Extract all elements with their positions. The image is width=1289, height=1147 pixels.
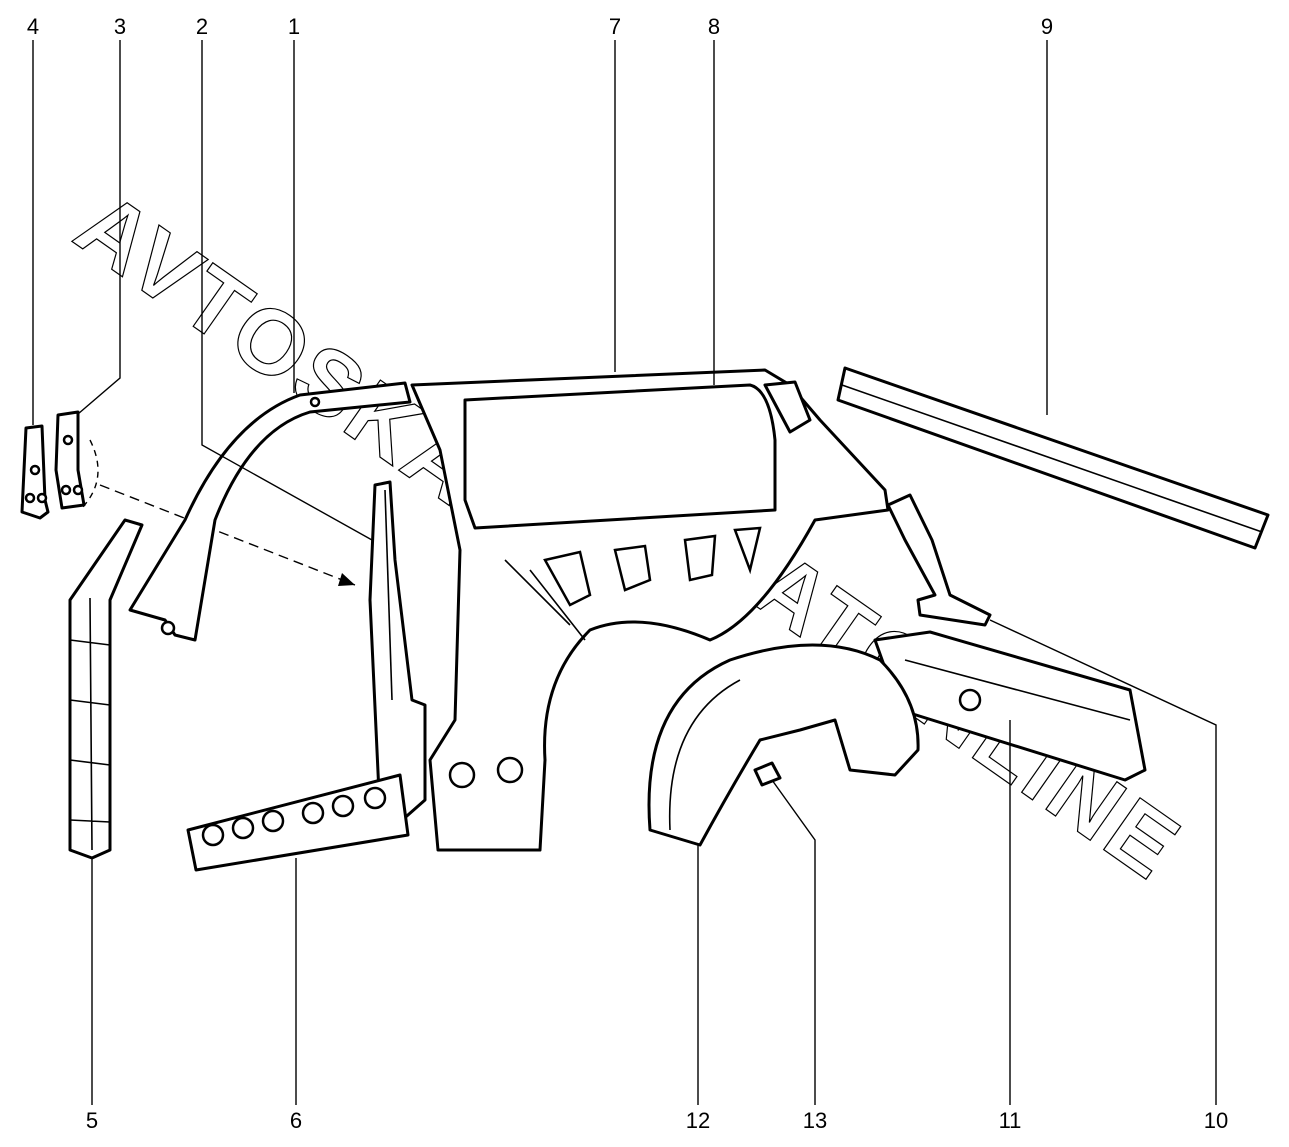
leader-lines xyxy=(32,40,1217,1105)
callout-13: 13 xyxy=(803,1108,827,1133)
part-12-wheel-arch-liner xyxy=(647,643,920,847)
callout-2: 2 xyxy=(196,14,208,39)
callout-10: 10 xyxy=(1204,1108,1228,1133)
callout-8: 8 xyxy=(708,14,720,39)
arrow-head-icon xyxy=(338,573,355,586)
part-6-sill xyxy=(186,773,410,872)
part-2-pillar xyxy=(368,480,427,824)
callout-12: 12 xyxy=(686,1108,710,1133)
part-10-bracket xyxy=(886,493,992,627)
part-7-quarter-panel xyxy=(410,368,890,852)
part-9-roof-rail xyxy=(836,366,1270,550)
callout-4: 4 xyxy=(27,14,39,39)
dashed-arrow-line xyxy=(99,484,356,586)
part-13-clip xyxy=(753,761,782,787)
callout-5: 5 xyxy=(86,1108,98,1133)
callout-1: 1 xyxy=(288,14,300,39)
callout-3: 3 xyxy=(114,14,126,39)
callout-11: 11 xyxy=(999,1108,1022,1133)
callout-7: 7 xyxy=(609,14,621,39)
callout-6: 6 xyxy=(290,1108,302,1133)
part-5-pillar xyxy=(68,518,144,860)
detail-circle xyxy=(79,439,99,511)
part-4-bracket xyxy=(20,424,50,520)
callouts: 4 3 2 1 7 8 9 5 6 12 13 11 10 xyxy=(27,14,1228,1133)
part-1-roof-arch xyxy=(128,381,412,642)
part-3-bracket xyxy=(54,410,86,510)
callout-9: 9 xyxy=(1041,14,1053,39)
